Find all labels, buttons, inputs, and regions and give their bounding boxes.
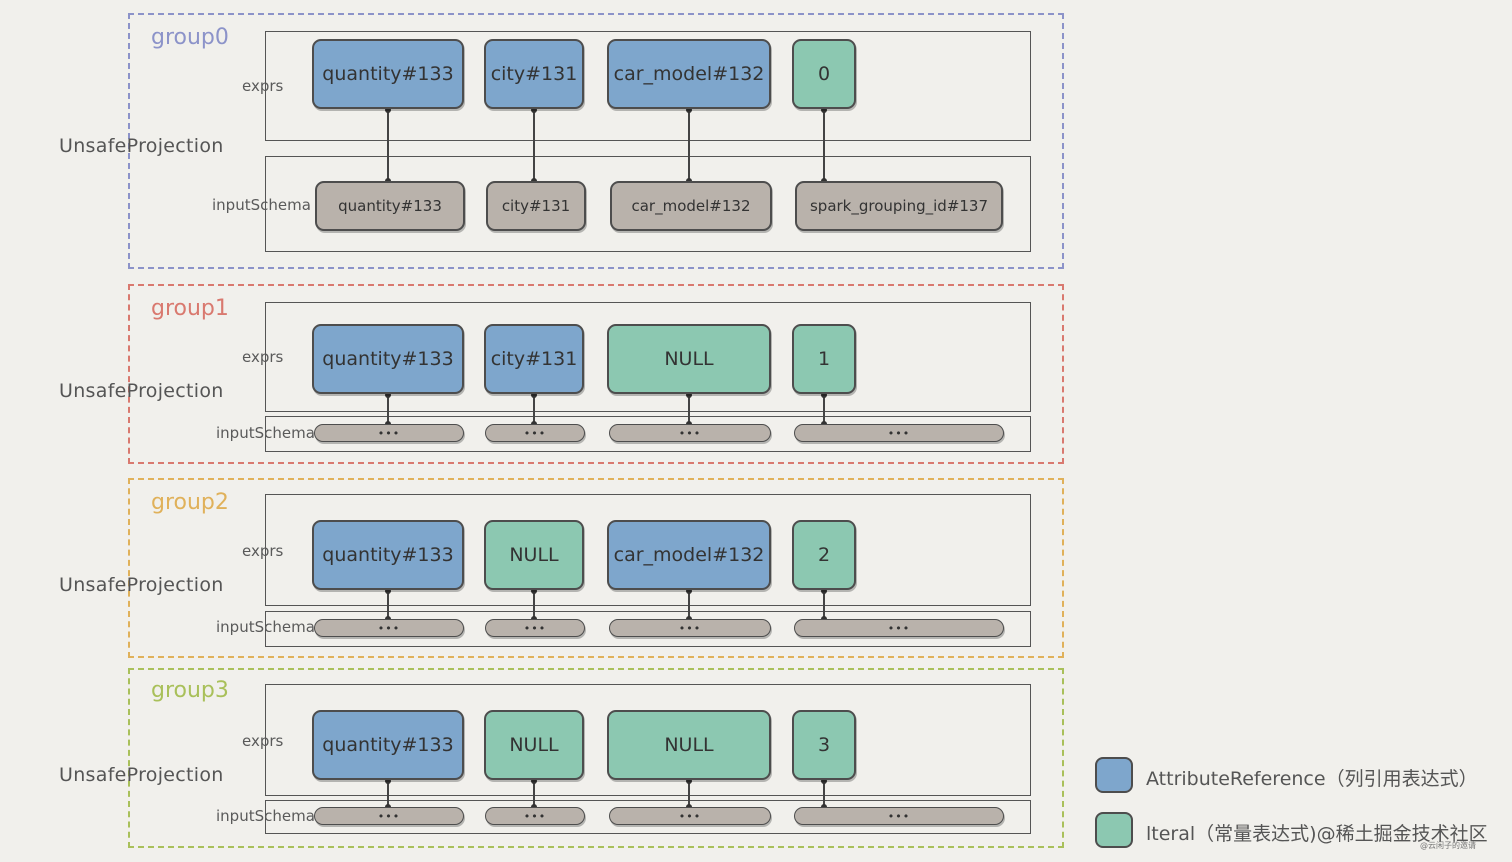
input-schema-box: ••• [609, 619, 771, 637]
input-schema-box: ••• [485, 619, 585, 637]
input-schema-box: city#131 [486, 181, 586, 231]
group-title: group1 [151, 296, 229, 321]
connector-dot [821, 778, 827, 784]
input-schema-box: ••• [794, 424, 1004, 442]
connector-line [533, 780, 535, 807]
connector-line [533, 394, 535, 424]
group-title: group3 [151, 678, 229, 703]
connector-dot [385, 588, 391, 594]
exprs-row [265, 684, 1031, 796]
input-schema-row [265, 800, 1031, 834]
legend-literal-label: lteral（常量表达式)@稀土掘金技术社区 [1146, 823, 1488, 845]
exprs-label: exprs [242, 348, 284, 366]
connector-line [688, 590, 690, 619]
connector-dot [686, 392, 692, 398]
connector-line [688, 780, 690, 807]
literal-box: NULL [484, 710, 584, 780]
connector-dot [686, 778, 692, 784]
unsafe-projection-label: UnsafeProjection [59, 135, 224, 157]
exprs-row [265, 31, 1031, 141]
connector-line [387, 394, 389, 424]
unsafe-projection-label: UnsafeProjection [59, 764, 224, 786]
group-title: group2 [151, 490, 229, 515]
connector-line [823, 109, 825, 181]
connector-dot [531, 778, 537, 784]
attribute-reference-box: city#131 [484, 324, 584, 394]
connector-line [533, 590, 535, 619]
unsafe-projection-label: UnsafeProjection [59, 574, 224, 596]
input-schema-box: ••• [314, 424, 464, 442]
connector-dot [531, 588, 537, 594]
legend-literal-swatch [1095, 812, 1133, 848]
literal-box: NULL [484, 520, 584, 590]
input-schema-box: car_model#132 [610, 181, 772, 231]
attribute-reference-box: car_model#132 [607, 520, 771, 590]
input-schema-box: ••• [609, 807, 771, 825]
connector-dot [821, 588, 827, 594]
input-schema-label: inputSchema [216, 424, 315, 442]
literal-box: 2 [792, 520, 856, 590]
connector-dot [821, 392, 827, 398]
connector-dot [385, 107, 391, 113]
exprs-label: exprs [242, 77, 284, 95]
connector-line [688, 394, 690, 424]
attribute-reference-box: car_model#132 [607, 39, 771, 109]
connector-dot [385, 778, 391, 784]
connector-line [823, 780, 825, 807]
group-title: group0 [151, 25, 229, 50]
literal-box: 0 [792, 39, 856, 109]
input-schema-box: spark_grouping_id#137 [795, 181, 1003, 231]
connector-line [823, 590, 825, 619]
exprs-row [265, 494, 1031, 606]
literal-box: NULL [607, 324, 771, 394]
connector-line [387, 780, 389, 807]
connector-line [387, 590, 389, 619]
exprs-label: exprs [242, 542, 284, 560]
attribute-reference-box: quantity#133 [312, 324, 464, 394]
input-schema-box: ••• [314, 807, 464, 825]
connector-line [533, 109, 535, 181]
unsafe-projection-label: UnsafeProjection [59, 380, 224, 402]
legend-attribute-label: AttributeReference（列引用表达式） [1146, 768, 1478, 790]
connector-dot [821, 107, 827, 113]
attribute-reference-box: quantity#133 [312, 39, 464, 109]
input-schema-row [265, 416, 1031, 452]
connector-line [688, 109, 690, 181]
input-schema-box: ••• [794, 807, 1004, 825]
connector-line [823, 394, 825, 424]
input-schema-row [265, 611, 1031, 647]
connector-dot [385, 392, 391, 398]
input-schema-label: inputSchema [216, 618, 315, 636]
input-schema-row [265, 156, 1031, 252]
connector-dot [531, 392, 537, 398]
literal-box: NULL [607, 710, 771, 780]
input-schema-box: ••• [609, 424, 771, 442]
attribute-reference-box: quantity#133 [312, 710, 464, 780]
input-schema-box: ••• [485, 424, 585, 442]
input-schema-label: inputSchema [216, 807, 315, 825]
legend-attribute-swatch [1095, 757, 1133, 793]
attribute-reference-box: quantity#133 [312, 520, 464, 590]
exprs-row [265, 302, 1031, 412]
connector-dot [531, 107, 537, 113]
watermark-subtext: @云闲子的邀请 [1420, 841, 1476, 850]
input-schema-box: ••• [314, 619, 464, 637]
input-schema-box: ••• [794, 619, 1004, 637]
attribute-reference-box: city#131 [484, 39, 584, 109]
connector-line [387, 109, 389, 181]
connector-dot [686, 107, 692, 113]
exprs-label: exprs [242, 732, 284, 750]
input-schema-box: quantity#133 [315, 181, 465, 231]
input-schema-label: inputSchema [212, 196, 311, 214]
literal-box: 1 [792, 324, 856, 394]
connector-dot [686, 588, 692, 594]
input-schema-box: ••• [485, 807, 585, 825]
literal-box: 3 [792, 710, 856, 780]
